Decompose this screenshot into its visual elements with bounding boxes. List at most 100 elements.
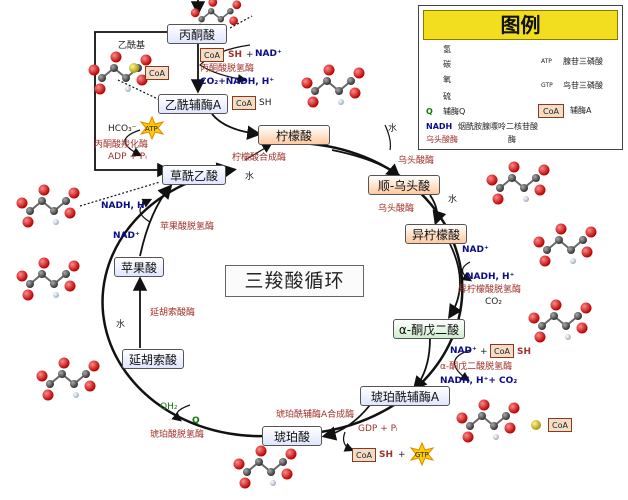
legend-atp-symbol: ATP	[541, 58, 552, 65]
pc-enzyme-label: 丙酮酸羧化酶	[94, 140, 149, 150]
akgdh-enzyme-label: α-酮戊二酸脱氢酶	[440, 362, 513, 372]
dotted-link-oxaloacetate	[79, 181, 161, 207]
sulfur-atom-succinyl	[531, 420, 541, 430]
molecule-isocitrate	[532, 222, 598, 268]
arrow-malate-oxaloacetate	[139, 184, 173, 257]
citrate-synthase-label: 柠檬酸合成酶	[232, 153, 287, 163]
node-oxaloacetate: 草酰乙酸	[162, 165, 226, 185]
node-fumarate: 延胡索酸	[122, 349, 184, 369]
coa-tag-acetylcoa: CoA	[232, 96, 256, 110]
molecule-cis-aconitate	[485, 160, 551, 206]
sdh-enzyme-label: 琥珀酸脱氢酶	[150, 430, 205, 440]
acetylcoa-sh: SH	[259, 98, 272, 108]
legend-q-symbol: Q	[426, 107, 433, 116]
node-malate: 苹果酸	[114, 257, 164, 277]
arrow-acetylcoa-citrate	[211, 113, 262, 140]
coa-tag-succinyl: CoA	[548, 418, 572, 432]
legend-coa-tag: CoA	[538, 104, 564, 118]
arrow-isocitrate-akg	[448, 243, 462, 320]
coa-tag-scs: CoA	[352, 448, 376, 462]
molecule-succinate	[232, 444, 298, 490]
plus-akgdh: +	[480, 347, 488, 357]
co2-idh: CO₂	[485, 297, 502, 307]
arrow-akg-succinylcoa	[412, 337, 431, 391]
legend-aconitase-sample: 乌头酸酶	[426, 135, 458, 144]
sulfur-atom-acetyl	[129, 63, 139, 73]
node-succinate: 琥珀酸	[262, 426, 322, 446]
akg-side-arrow	[453, 349, 471, 382]
legend-gtp-label: 鸟苷三磷酸	[563, 81, 603, 90]
coa-tag-acetyl: CoA	[145, 66, 169, 80]
node-succinyl-coa: 琥珀酰辅酶A	[360, 386, 450, 406]
legend-nadh-symbol: NADH	[426, 122, 453, 131]
nad-pdh: NAD⁺	[255, 49, 282, 59]
sdh-side-arrow	[171, 404, 191, 422]
nadh-co2-akgdh: NADH, H⁺+ CO₂	[440, 376, 518, 386]
isocitrate-side-arrow	[461, 261, 472, 282]
citrate-water-arrow	[244, 143, 273, 161]
molecule-fumarate	[35, 356, 101, 402]
water-aconitate: 水	[388, 124, 398, 134]
atp-label: ATP	[145, 125, 158, 133]
coa-sh-pdh: SH	[228, 50, 243, 60]
arrow-aconitate-isocitrate	[429, 194, 447, 226]
molecule-alpha-kg	[527, 298, 593, 344]
gdp-pi-label: GDP + Pᵢ	[358, 424, 398, 434]
aconitase-label-2: 乌头酸酶	[378, 204, 415, 214]
molecule-succinyl-coa	[455, 398, 521, 444]
pdh-side-arrow	[199, 44, 251, 84]
center-title: 三羧酸循环	[225, 265, 364, 297]
node-pyruvate: 丙酮酸	[167, 24, 227, 44]
mdh-enzyme-label: 苹果酸脱氢酶	[160, 222, 215, 232]
legend-carbon-label: 碳	[443, 60, 451, 69]
node-acetyl-coa: 乙酰辅酶A	[158, 94, 228, 114]
node-citrate: 柠檬酸	[258, 125, 330, 145]
water-fumarase: 水	[116, 320, 126, 330]
coa-sh-akgdh: SH	[517, 347, 532, 357]
scs-side-arrow	[342, 431, 355, 452]
nad-akgdh: NAD⁺	[450, 346, 477, 356]
nadh-idh: NADH, H⁺	[466, 272, 515, 282]
coa-sh-scs: SH	[379, 450, 394, 460]
legend-hydrogen-label: 氢	[443, 45, 451, 54]
adp-pi-label: ADP + Pᵢ	[108, 152, 147, 162]
legend-oxygen-label: 氧	[443, 75, 451, 84]
acetyl-group-label: 乙酰基	[118, 41, 146, 51]
legend-sulfur-label: 硫	[443, 92, 451, 101]
water-isocitrate: 水	[448, 195, 458, 205]
mdh-side-arrow	[139, 198, 153, 223]
pc-side-arrow	[124, 129, 143, 157]
legend-q-label: 辅酶Q	[443, 107, 466, 116]
legend-coa-label: 辅酶A	[570, 106, 592, 115]
plus-scs: +	[398, 450, 406, 460]
plus-pdh: +	[246, 50, 254, 60]
coa-tag-akgdh: CoA	[490, 344, 514, 358]
arrow-succinylcoa-succinate	[321, 404, 371, 441]
molecule-oxaloacetate	[15, 183, 81, 229]
gtp-label: GTP	[415, 451, 429, 459]
hco3-label: HCO₃⁻	[108, 124, 137, 134]
nad-mdh: NAD⁺	[113, 231, 140, 241]
legend-enzyme-label: 酶	[508, 135, 516, 144]
node-alpha-kg: α-酮戊二酸	[393, 319, 465, 339]
legend-panel: 图例	[418, 5, 623, 150]
nadh-mdh: NADH, H⁺	[101, 201, 150, 211]
node-cis-aconitate: 顺-乌头酸	[368, 175, 440, 195]
nad-idh: NAD⁺	[462, 245, 489, 255]
node-isocitrate: 异柠檬酸	[405, 224, 467, 244]
dotted-link-pyruvate	[229, 15, 253, 29]
aconitase-label-1: 乌头酸酶	[398, 156, 435, 166]
coa-tag-pyruvate: CoA	[200, 48, 224, 62]
qh2-label: QH₂	[160, 402, 178, 412]
molecule-citrate	[300, 63, 366, 109]
molecule-malate	[15, 256, 81, 302]
legend-nadh-label: 烟酰胺腺嘌呤二核苷酸	[458, 122, 538, 131]
legend-atp-label: 腺苷三磷酸	[563, 57, 603, 66]
water-citrate: 水	[245, 172, 255, 182]
idh-enzyme-label: 异柠檬酸脱氢酶	[458, 285, 522, 295]
arrow-citrate-aconitate	[331, 149, 401, 179]
legend-gtp-symbol: GTP	[541, 82, 553, 89]
cycle-ring	[287, 141, 464, 436]
aconitate-water-arrow	[384, 124, 392, 151]
q-label: Q	[192, 416, 200, 426]
